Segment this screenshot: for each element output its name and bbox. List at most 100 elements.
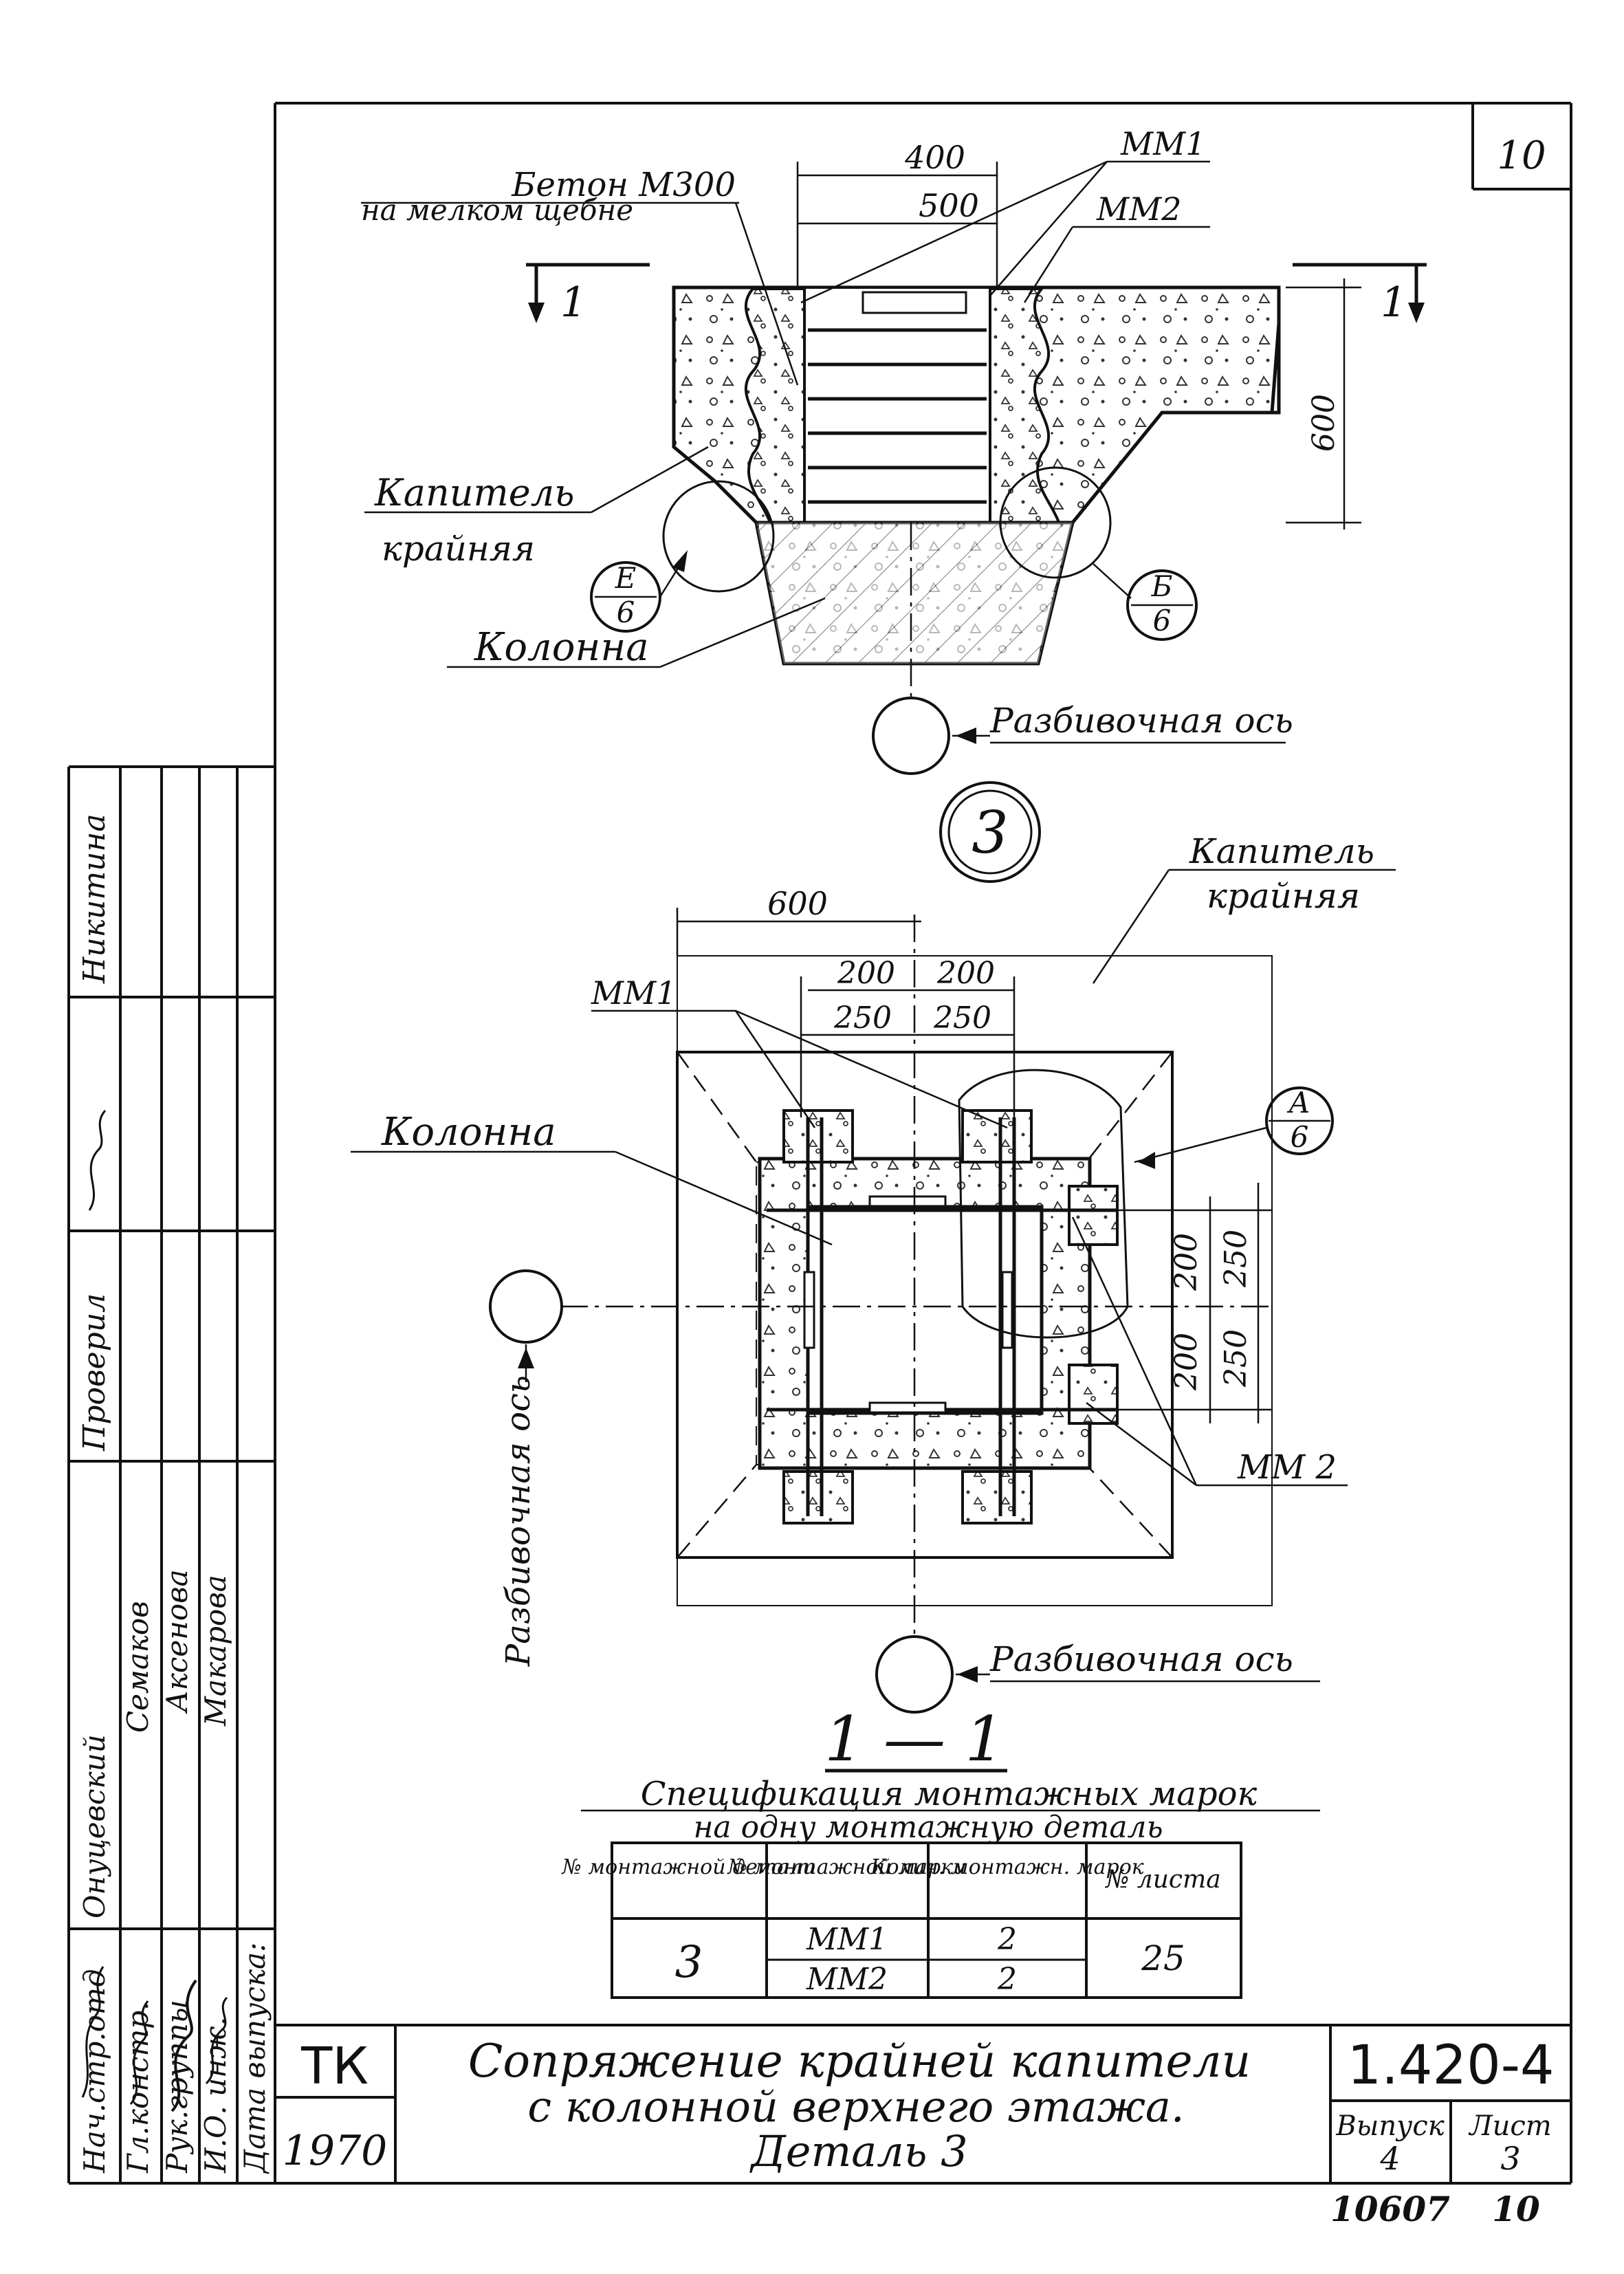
- svg-text:600: 600: [767, 885, 828, 922]
- dimension-200-top: 200 200: [808, 956, 1014, 992]
- signature-1: [81, 1966, 105, 2098]
- svg-text:Разбивочная ось: Разбивочная ось: [499, 1375, 538, 1667]
- corner-blocks: [782, 1109, 1119, 1524]
- callout-b6: Б 6: [999, 466, 1198, 641]
- svg-text:200: 200: [1169, 1233, 1204, 1291]
- org-code: ТК: [300, 2037, 369, 2096]
- svg-text:600: 600: [1306, 394, 1341, 452]
- svg-text:6: 6: [617, 595, 635, 629]
- role-1: Нач.стр.отд: [78, 1969, 111, 2174]
- svg-text:ММ1: ММ1: [591, 974, 676, 1012]
- svg-text:250: 250: [833, 1001, 892, 1036]
- svg-text:ММ1: ММ1: [1120, 125, 1205, 162]
- sheet-number-box: 10: [1471, 103, 1571, 190]
- rebar-lines: [767, 1117, 1117, 1516]
- column-head: [803, 286, 991, 524]
- svg-text:200: 200: [1169, 1333, 1204, 1391]
- spec-mark-2: ММ2: [806, 1962, 888, 1997]
- capital-label-plan: Капитель крайняя: [1092, 831, 1396, 984]
- svg-text:А: А: [1286, 1086, 1310, 1119]
- name-4: Макарова: [199, 1575, 232, 1727]
- archive-sheet: 10: [1492, 2189, 1540, 2229]
- spec-title-2: на одну монтажную деталь: [693, 1810, 1163, 1845]
- archive-number: 10607: [1330, 2189, 1450, 2229]
- section-view: 400 500 600: [361, 125, 1427, 883]
- list-label: Лист: [1468, 2110, 1551, 2142]
- year: 1970: [283, 2127, 388, 2175]
- capital-label-top: Капитель крайняя: [364, 446, 709, 569]
- axis-marker-top: Разбивочная ось: [872, 523, 1293, 775]
- svg-text:крайняя: крайняя: [382, 529, 535, 569]
- signature-4: [205, 1996, 228, 2085]
- svg-text:200: 200: [837, 956, 895, 991]
- column-label-plan: Колонна: [351, 1110, 833, 1246]
- fine-concrete-left: [744, 287, 806, 524]
- svg-text:Е: Е: [615, 561, 637, 595]
- svg-text:ММ 2: ММ 2: [1237, 1448, 1337, 1487]
- detail-number-marker: 3: [939, 781, 1041, 883]
- title-block: ТК 1970 Сопряжение крайней капители с ко…: [275, 2024, 1571, 2229]
- signature-stamp: Нач.стр.отд Гл.констр. Рук.группы И.О. и…: [69, 767, 275, 2183]
- spec-table: Спецификация монтажных марок на одну мон…: [560, 1775, 1320, 1999]
- issue-value: 4: [1379, 2140, 1400, 2177]
- fine-concrete-right: [989, 287, 1061, 524]
- mm2-label-plan: ММ 2: [1071, 1216, 1348, 1487]
- signature-3: [171, 1979, 197, 2112]
- dimension-right: 200 200 250 250: [1117, 1183, 1272, 1423]
- checked-name: Никитина: [77, 813, 112, 984]
- mm1-label-plan: ММ1: [591, 974, 1008, 1129]
- signature-2: [129, 2000, 149, 2105]
- svg-text:Бетон М300: Бетон М300: [511, 166, 736, 204]
- sheet-number: 10: [1497, 133, 1546, 178]
- mm1-label-top: ММ1: [800, 125, 1210, 304]
- cut-marker-left: 1: [526, 263, 650, 327]
- sheet-frame: [67, 102, 1572, 2185]
- svg-text:на мелком щебне: на мелком щебне: [361, 193, 633, 227]
- title-line-1: Сопряжение крайней капители: [468, 2035, 1251, 2088]
- svg-text:Разбивочная ось: Разбивочная ось: [989, 701, 1293, 741]
- dimension-500: 500: [798, 187, 997, 225]
- spec-mark-1: ММ1: [806, 1922, 888, 1957]
- svg-text:500: 500: [919, 187, 979, 224]
- spec-header-3: Колич. монтажн. марок: [870, 1855, 1143, 1879]
- svg-text:250: 250: [1218, 1329, 1253, 1388]
- svg-text:ММ2: ММ2: [1096, 190, 1181, 228]
- svg-text:3: 3: [972, 799, 1008, 866]
- role-2: Гл.констр.: [121, 2001, 155, 2174]
- section-title: 1 — 1: [824, 1703, 1007, 1775]
- callout-e6: Е 6: [590, 480, 775, 633]
- spec-header-1: № монтажной детали: [560, 1855, 815, 1879]
- dimension-250-top: 250 250: [800, 976, 1016, 1117]
- svg-text:Капитель: Капитель: [374, 471, 575, 514]
- column-label-top: Колонна: [447, 597, 826, 670]
- svg-text:Б: Б: [1151, 569, 1173, 603]
- svg-text:Капитель: Капитель: [1189, 831, 1374, 871]
- checked-label: Проверил: [77, 1293, 112, 1452]
- cut-marker-right: 1: [1293, 263, 1427, 327]
- name-2: Семаков: [121, 1601, 155, 1733]
- svg-text:Разбивочная ось: Разбивочная ось: [989, 1639, 1293, 1679]
- spec-header-4: № листа: [1104, 1866, 1220, 1894]
- title-line-3: Деталь 3: [749, 2126, 967, 2176]
- issue-label: Выпуск: [1335, 2110, 1444, 2142]
- svg-text:250: 250: [1218, 1229, 1253, 1288]
- mm2-label-top: ММ2: [1023, 190, 1210, 303]
- name-3: Аксенова: [160, 1569, 194, 1714]
- axis-marker-bottom: Разбивочная ось: [875, 1635, 1320, 1714]
- spec-detail-no: 3: [675, 1937, 703, 1988]
- concrete-note: Бетон М300 на мелком щебне: [361, 166, 799, 386]
- svg-text:1 — 1: 1 — 1: [824, 1703, 1005, 1775]
- svg-text:Колонна: Колонна: [381, 1110, 556, 1155]
- document-code: 1.420-4: [1347, 2035, 1554, 2097]
- spec-qty-2: 2: [997, 1962, 1017, 1997]
- role-4: И.О. инж.: [199, 2017, 232, 2174]
- dimension-600-plan: 600: [676, 885, 921, 956]
- title-line-2: с колонной верхнего этажа.: [527, 2081, 1184, 2132]
- svg-text:6: 6: [1153, 604, 1172, 637]
- svg-text:6: 6: [1291, 1120, 1309, 1154]
- svg-text:крайняя: крайняя: [1207, 876, 1360, 916]
- svg-text:200: 200: [936, 956, 995, 991]
- capital-outline: [676, 1051, 1174, 1559]
- dimension-400: 400: [796, 139, 998, 289]
